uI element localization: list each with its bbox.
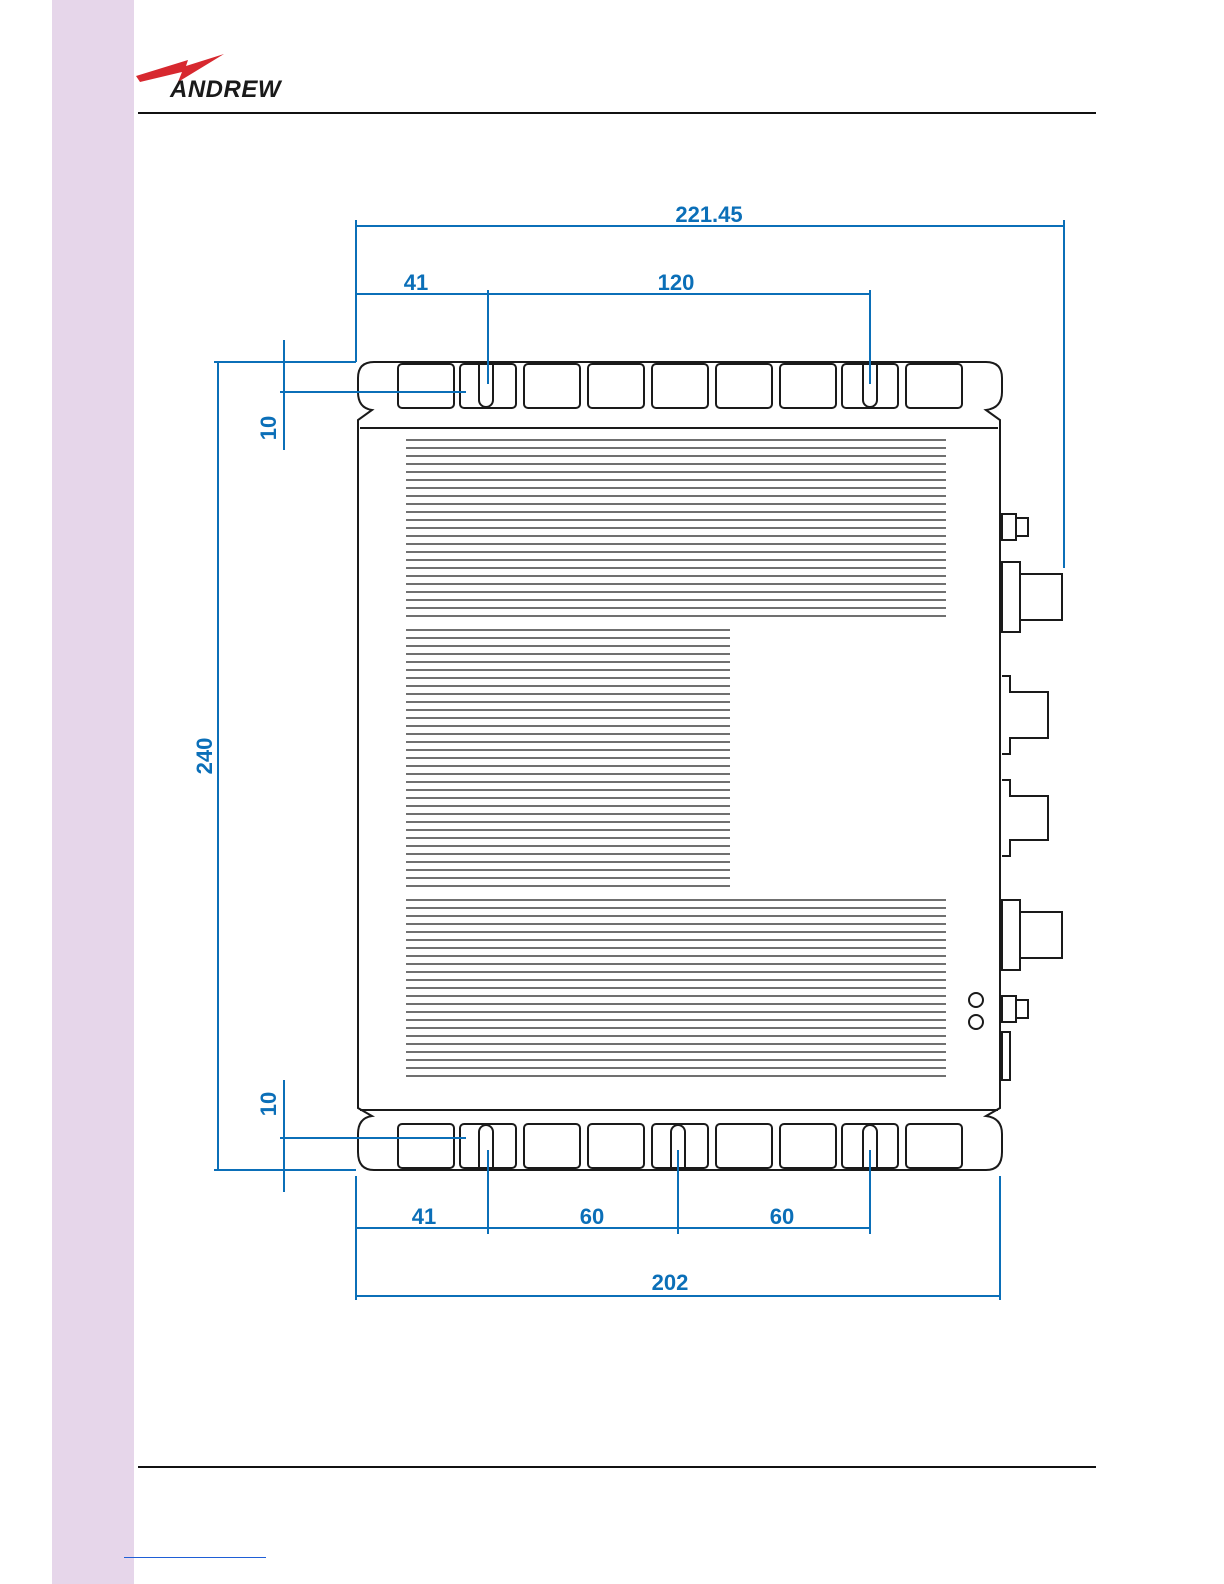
led-2	[969, 1015, 983, 1029]
dimension-lines	[214, 220, 1064, 1300]
led-1	[969, 993, 983, 1007]
mounting-slot	[479, 1125, 493, 1168]
flange-tab	[780, 364, 836, 408]
side-connectors	[969, 514, 1062, 1080]
small-connector-bottom	[1002, 996, 1016, 1022]
flange-tab	[780, 1124, 836, 1168]
flange-tab	[588, 364, 644, 408]
flange-tab	[906, 364, 962, 408]
flange-tab	[524, 1124, 580, 1168]
ground-block	[1002, 1032, 1010, 1080]
n-connector-bottom	[1002, 900, 1020, 970]
flange-tab	[716, 1124, 772, 1168]
dim-overall-top-width: 221.45	[675, 202, 742, 227]
flange-tab	[524, 364, 580, 408]
bottom-mounting-lugs	[398, 1124, 962, 1168]
dim-top-flange-depth: 10	[256, 416, 281, 440]
dim-top-offset-left: 41	[404, 270, 428, 295]
heatsink-fins	[406, 440, 946, 1076]
small-connector-top	[1002, 514, 1016, 540]
mounting-slot	[479, 364, 493, 407]
flange-tab	[398, 1124, 454, 1168]
flange-tab	[398, 364, 454, 408]
fiber-port-1	[1002, 676, 1048, 754]
flange-tab	[716, 364, 772, 408]
dim-bottom-spacing-1: 60	[580, 1204, 604, 1229]
flange-tab	[652, 364, 708, 408]
n-connector-top	[1002, 562, 1020, 632]
dim-bottom-flange-depth: 10	[256, 1092, 281, 1116]
top-mounting-lugs	[398, 364, 962, 408]
fiber-port-2	[1002, 780, 1048, 856]
flange-tab	[588, 1124, 644, 1168]
dim-overall-height: 240	[192, 738, 217, 775]
dim-bottom-offset-left: 41	[412, 1204, 436, 1229]
flange-tab	[906, 1124, 962, 1168]
dim-bottom-spacing-2: 60	[770, 1204, 794, 1229]
flange-tab	[652, 1124, 708, 1168]
dim-top-hole-spacing: 120	[658, 270, 695, 295]
dim-overall-bottom-width: 202	[652, 1270, 689, 1295]
